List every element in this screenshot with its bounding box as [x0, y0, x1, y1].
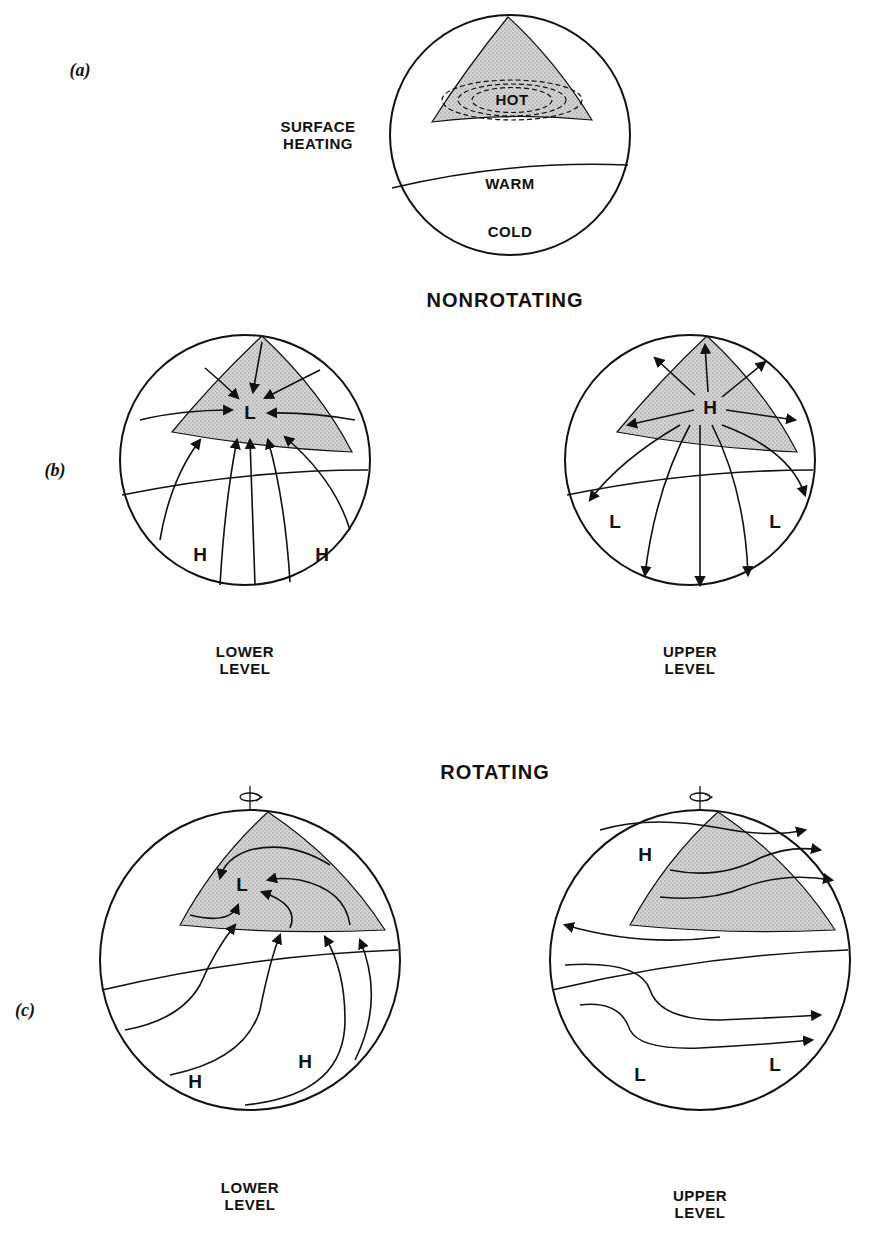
pressure-letter: L: [769, 511, 781, 533]
level-label: LOWER LEVEL: [221, 1179, 279, 1214]
globe: H L L: [550, 810, 850, 1110]
pressure-letter: H: [188, 1071, 202, 1093]
globe: L H H: [100, 810, 400, 1110]
pressure-letter: H: [703, 397, 717, 419]
globe: L H H: [120, 335, 370, 585]
globe: HOT WARM COLD: [390, 15, 630, 255]
part-letter: (b): [45, 460, 66, 481]
pressure-letter: H: [315, 544, 329, 566]
pressure-letter: L: [244, 402, 256, 424]
pressure-letter: L: [769, 1054, 781, 1076]
pressure-letter: L: [609, 511, 621, 533]
pressure-letter: H: [298, 1051, 312, 1073]
zone-label: HOT: [495, 91, 528, 108]
part-letter: (a): [70, 60, 91, 81]
pressure-letter: L: [634, 1064, 646, 1086]
level-label: LOWER LEVEL: [216, 643, 274, 678]
globe: H L L: [565, 335, 815, 585]
zone-label: WARM: [485, 175, 535, 192]
pressure-letter: H: [638, 844, 652, 866]
pressure-letter: L: [236, 874, 248, 896]
side-label: SURFACE HEATING: [280, 118, 355, 153]
part-letter: (c): [15, 1000, 35, 1021]
pressure-letter: H: [193, 544, 207, 566]
zone-label: COLD: [488, 223, 533, 240]
level-label: UPPER LEVEL: [673, 1187, 727, 1222]
section-title: NONROTATING: [427, 289, 584, 312]
section-title: ROTATING: [440, 761, 549, 784]
level-label: UPPER LEVEL: [663, 643, 717, 678]
